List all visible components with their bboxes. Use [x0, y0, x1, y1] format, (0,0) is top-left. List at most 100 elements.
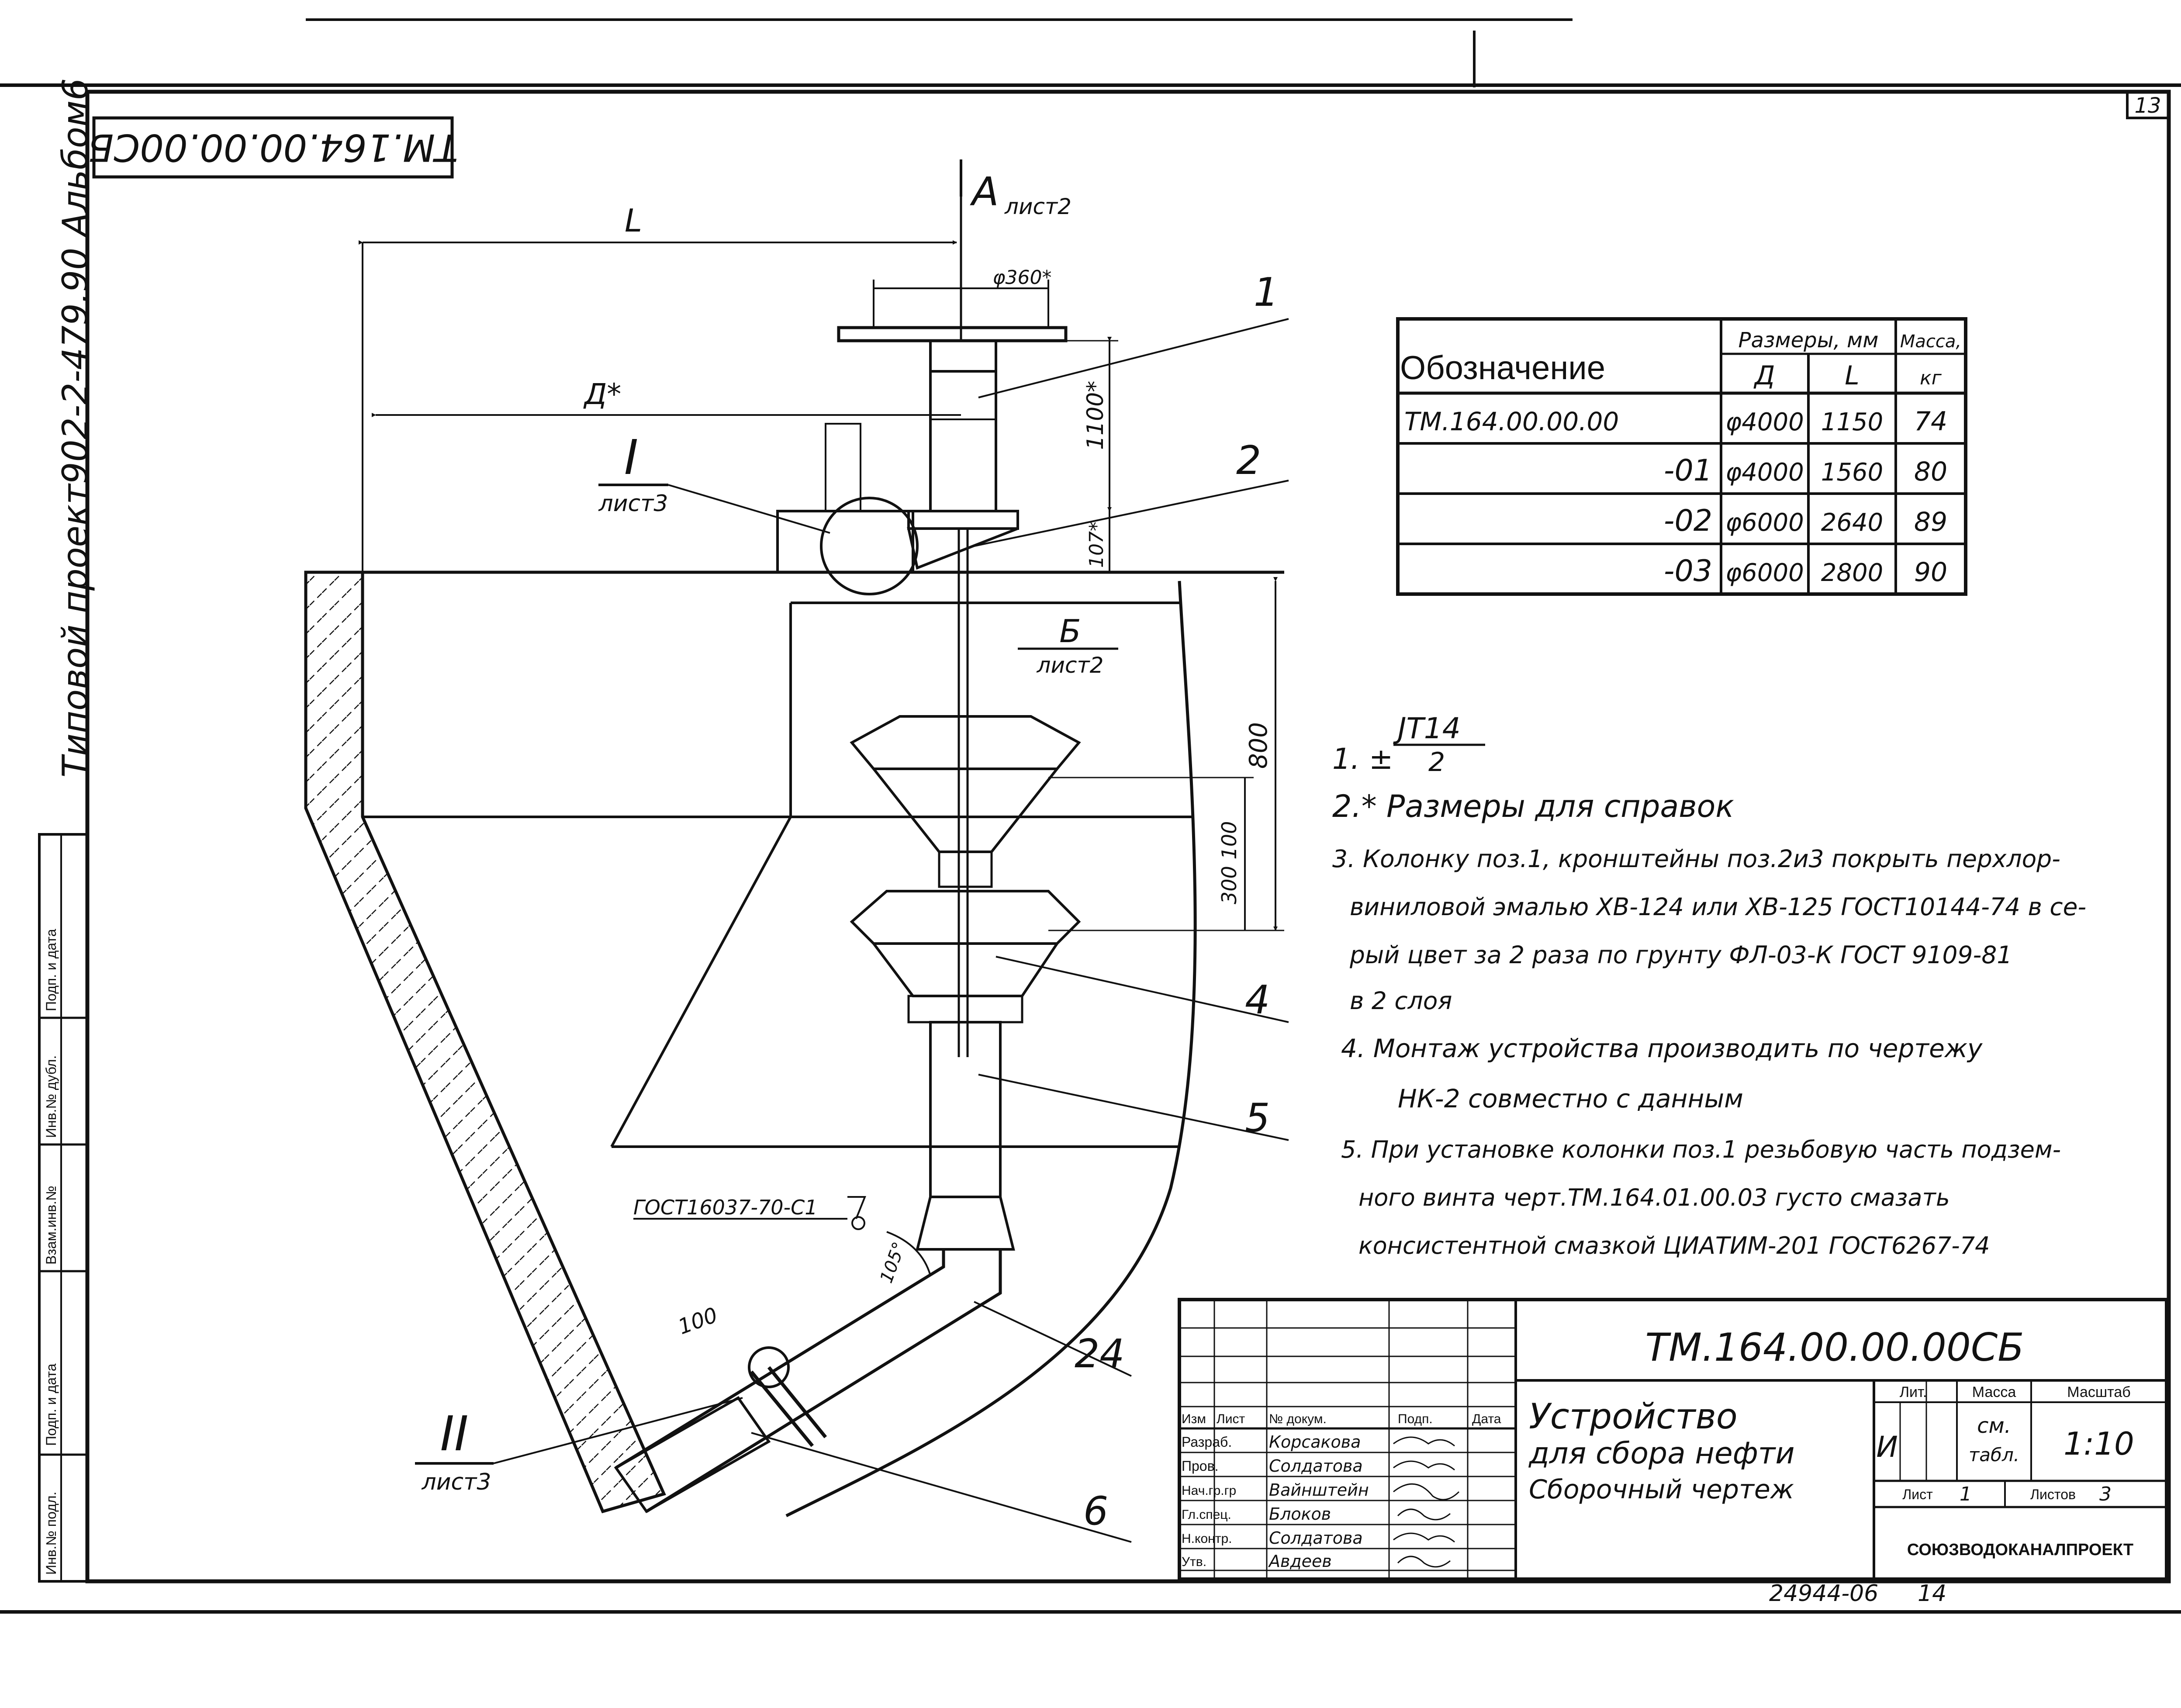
note-line-3: рый цвет за 2 раза по грунту ФЛ-03-К ГОС…	[1349, 941, 2012, 969]
strip-inv-podl: Инв.№ подл.	[43, 1492, 59, 1575]
title-block: Изм Лист № докум. Подп. Дата Разраб. Про…	[1178, 1298, 2168, 1581]
spec-col-dims: Размеры, мм	[1739, 328, 1879, 353]
tb-mass-value-2: табл.	[1969, 1444, 2019, 1466]
note-line-0: 2.* Размеры для справок	[1332, 788, 1734, 824]
spec-row-3-mass: 90	[1914, 557, 1947, 588]
note-line-8: ного винта черт.ТМ.164.01.00.03 густо см…	[1358, 1184, 1950, 1211]
dim-800: 800	[1244, 722, 1273, 769]
tb-title-2: для сбора нефти	[1528, 1436, 1795, 1471]
tb-name-3: Блоков	[1269, 1504, 1331, 1524]
view-b: Б	[1059, 613, 1081, 650]
note-line-6: НК-2 совместно с данным	[1398, 1084, 1743, 1113]
tb-hdr-date: Дата	[1472, 1412, 1501, 1426]
note-1-prefix: 1. ±	[1332, 742, 1393, 776]
pos-2: 2	[1236, 438, 1261, 484]
dim-l: L	[625, 202, 642, 239]
tb-lit-label: Лит.	[1900, 1384, 1927, 1400]
spec-row-2-mass: 89	[1914, 507, 1947, 537]
dim-d: Д*	[583, 377, 622, 411]
strip-podp-data-1: Подп. и дата	[43, 1363, 59, 1446]
spec-row-1-name: -01	[1664, 453, 1712, 488]
oil-collector-drawing: φ360* L Д*	[304, 159, 1289, 1543]
sheet-number-box: 13	[2126, 90, 2170, 119]
signature-5	[1397, 1556, 1451, 1568]
pos-4: 4	[1245, 977, 1270, 1023]
spec-row-1-d: φ4000	[1725, 458, 1804, 487]
spec-row-1-l: 1560	[1821, 458, 1884, 487]
tb-hdr-list: Лист	[1217, 1412, 1245, 1426]
spec-col-l: L	[1845, 360, 1859, 391]
strip-vzam-inv: Взам.инв.№	[43, 1186, 59, 1265]
note-line-9: консистентной смазкой ЦИАТИМ-201 ГОСТ626…	[1358, 1232, 1990, 1259]
signature-4	[1393, 1532, 1455, 1543]
dim-100: 100	[675, 1303, 721, 1339]
view-i-sheet: лист3	[598, 491, 668, 517]
spec-row-0-l: 1150	[1821, 408, 1884, 436]
tb-title-1: Устройство	[1529, 1396, 1738, 1437]
tb-role-2: Нач.гр.гр	[1182, 1483, 1236, 1498]
view-ii: II	[440, 1406, 469, 1462]
project-album-label: Типовой проект902-2-479.90 Альбом6	[55, 78, 96, 778]
spec-table: Обозначение Размеры, мм Масса, кг Д L ТМ…	[1396, 317, 1967, 596]
tb-name-1: Солдатова	[1269, 1456, 1363, 1476]
note-line-1: 3. Колонку поз.1, кронштейны поз.2и3 пок…	[1332, 845, 2060, 873]
spec-row-2-d: φ6000	[1725, 508, 1804, 537]
pos-6: 6	[1083, 1488, 1108, 1534]
spec-row-1-mass: 80	[1914, 456, 1947, 487]
spec-row-2-l: 2640	[1821, 508, 1884, 537]
tb-role-3: Гл.спец.	[1182, 1507, 1231, 1522]
tb-lit-value: И	[1876, 1430, 1898, 1464]
tb-scale-label: Масштаб	[2067, 1384, 2130, 1400]
dim-1100: 1100*	[1082, 381, 1109, 450]
spec-row-0-name: ТМ.164.00.00.00	[1404, 407, 1619, 436]
note-line-7: 5. При установке колонки поз.1 резьбовую…	[1341, 1136, 2061, 1163]
strip-podp-data-2: Подп. и дата	[43, 929, 59, 1011]
section-a: А	[970, 169, 999, 215]
tb-mass-label: Масса	[1972, 1384, 2016, 1400]
spec-row-0-d: φ4000	[1725, 408, 1804, 436]
tb-role-5: Утв.	[1182, 1555, 1206, 1569]
spec-row-3-name: -03	[1664, 554, 1712, 588]
tb-hdr-izm: Изм	[1182, 1412, 1206, 1426]
tb-name-0: Корсакова	[1269, 1432, 1361, 1452]
note-1-num: JT14	[1393, 712, 1461, 745]
note-1-den: 2	[1428, 747, 1445, 778]
gost-weld-note: ГОСТ16037-70-С1	[633, 1196, 818, 1219]
section-a-sheet: лист2	[1004, 194, 1071, 219]
tb-sheet-value: 1	[1960, 1483, 1972, 1505]
spec-col-name: Обозначение	[1400, 349, 1605, 387]
pos-1: 1	[1254, 270, 1279, 315]
tb-title-3: Сборочный чертеж	[1529, 1474, 1794, 1505]
spec-col-mass: Масса,	[1900, 332, 1961, 352]
tb-name-5: Авдеев	[1268, 1552, 1332, 1571]
tb-hdr-doc: № докум.	[1269, 1412, 1327, 1426]
dim-105: 105°	[876, 1239, 909, 1286]
tb-sheets-value: 3	[2099, 1483, 2112, 1505]
note-line-5: 4. Монтаж устройства производить по черт…	[1341, 1034, 1983, 1063]
notes: 1. ± JT14 2 2.* Размеры для справок 3. К…	[1332, 712, 2086, 1259]
signature-1	[1393, 1460, 1455, 1471]
pos-5: 5	[1245, 1095, 1270, 1141]
strip-inv-dubl: Инв.№ дубл.	[43, 1055, 59, 1138]
signature-3	[1397, 1508, 1451, 1521]
view-ii-sheet: лист3	[422, 1469, 491, 1495]
view-b-sheet: лист2	[1037, 653, 1104, 678]
tb-code: ТМ.164.00.00.00СБ	[1645, 1325, 2024, 1370]
tb-scale-value: 1:10	[2063, 1425, 2134, 1462]
side-stamp-code: ТМ.164.00.00.00СБ	[88, 125, 458, 169]
signature-2	[1393, 1483, 1460, 1501]
spec-row-0-mass: 74	[1914, 406, 1947, 437]
tb-mass-value-1: см.	[1977, 1414, 2011, 1438]
tb-name-2: Вайнштейн	[1269, 1480, 1369, 1500]
spec-row-2-name: -02	[1664, 504, 1712, 538]
spec-row-3-d: φ6000	[1725, 559, 1804, 587]
spec-col-mass-unit: кг	[1920, 367, 1942, 389]
tb-org: СОЮЗВОДОКАНАЛПРОЕКТ	[1907, 1541, 2133, 1559]
dim-107: 107*	[1085, 522, 1108, 568]
tb-sheet-label: Лист	[1902, 1487, 1933, 1502]
side-stamp: ТМ.164.00.00.00СБ	[88, 116, 458, 179]
spec-col-d: Д	[1753, 360, 1775, 391]
left-strip: Инв.№ подл. Подп. и дата Взам.инв.№ Инв.…	[38, 833, 89, 1583]
bottom-code: 24944-06	[1769, 1580, 1878, 1607]
